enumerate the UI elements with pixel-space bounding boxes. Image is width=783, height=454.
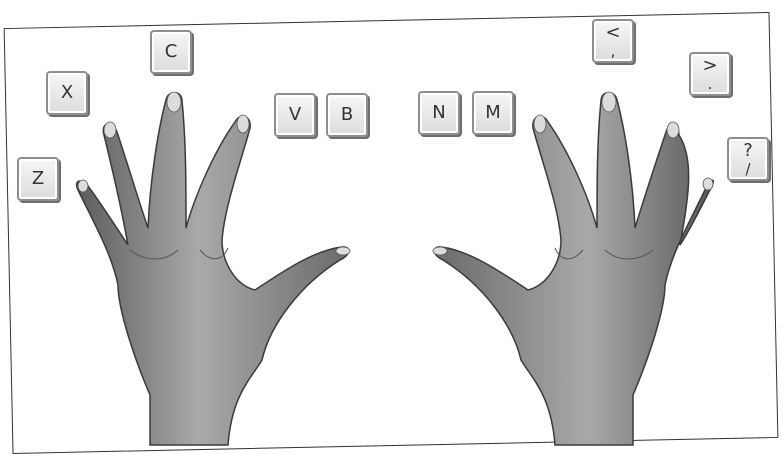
key-m-label: M [485, 104, 501, 122]
key-x-label: X [61, 84, 73, 102]
key-period-shift-label: > [702, 57, 717, 75]
key-period: > . [689, 52, 731, 96]
key-v-label: V [289, 106, 301, 124]
key-b-label: B [341, 106, 353, 124]
key-z-label: Z [32, 170, 44, 188]
key-comma-label: , [611, 44, 616, 59]
left-hand [77, 92, 350, 445]
key-slash-shift-label: ? [743, 142, 753, 160]
right-hand [433, 92, 713, 445]
key-slash: ? / [727, 137, 769, 181]
key-comma-shift-label: < [605, 24, 620, 42]
key-m: M [472, 91, 514, 135]
key-n: N [418, 91, 460, 135]
key-n-label: N [432, 104, 445, 122]
key-z: Z [17, 157, 59, 201]
key-b: B [326, 93, 368, 137]
key-c: C [150, 30, 192, 74]
key-v: V [274, 93, 316, 137]
key-c-label: C [165, 43, 178, 61]
key-slash-label: / [745, 162, 750, 177]
key-x: X [46, 71, 88, 115]
key-period-label: . [708, 77, 713, 92]
key-comma: < , [592, 19, 634, 63]
